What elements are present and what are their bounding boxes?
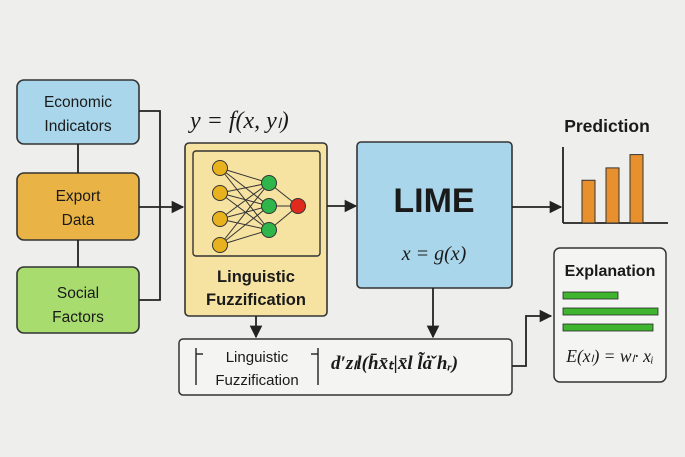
prediction-title: Prediction: [564, 116, 650, 136]
export-label-line1: Export: [56, 188, 101, 205]
input-node: [212, 211, 228, 227]
input-node: [212, 237, 228, 253]
arrow-bottom-to-explanation: [512, 309, 553, 367]
social-label-line1: Social: [57, 285, 99, 302]
hidden-node: [261, 198, 277, 214]
explanation-bar-chart: [562, 291, 659, 332]
prediction-bar: [581, 179, 596, 224]
bottom-formula-box: Linguistic Fuzzification d′zₗl(h̄x̄ₜ|x̄l…: [178, 338, 513, 396]
input-node: [212, 160, 228, 176]
bottom-label-line2: Fuzzification: [215, 372, 298, 389]
model-label-line1: Linguistic: [217, 268, 295, 286]
explanation-bar: [562, 307, 659, 316]
fuzzification-model-box: Linguistic Fuzzification: [184, 142, 328, 317]
lime-box: LIME x = g(x): [356, 141, 513, 289]
hidden-node: [261, 222, 277, 238]
neural-network-graphic: [212, 160, 306, 253]
model-label-line2: Fuzzification: [206, 291, 306, 309]
explanation-box: Explanation E(xₗ) = wₗ· xᵢ: [553, 247, 667, 383]
export-label-line2: Data: [62, 212, 95, 229]
lime-formula: x = g(x): [401, 243, 467, 265]
economic-label-line2: Indicators: [44, 118, 111, 135]
input-connectors: [77, 110, 185, 301]
economic-label-line1: Economic: [44, 94, 112, 111]
prediction-bar: [605, 167, 620, 224]
lime-title: LIME: [393, 182, 474, 220]
input-node: [212, 185, 228, 201]
prediction-bar-chart: [562, 147, 668, 224]
social-label-line2: Factors: [52, 309, 104, 326]
social-factors-box: Social Factors: [16, 266, 140, 334]
explanation-bar: [562, 291, 619, 300]
hidden-node: [261, 175, 277, 191]
explanation-formula: E(xₗ) = wₗ· xᵢ: [565, 346, 654, 366]
explanation-bar: [562, 323, 654, 332]
bottom-garbled-formula: d′zₗl(h̄x̄ₜ|x̄l l̃ȧ̌ hᵣ): [331, 352, 458, 374]
prediction-bar: [629, 154, 644, 224]
output-node: [290, 198, 306, 214]
export-data-box: Export Data: [16, 172, 140, 241]
explanation-title: Explanation: [565, 263, 656, 280]
model-formula: y = f(x, yₗ): [188, 108, 289, 134]
economic-indicators-box: Economic Indicators: [16, 79, 140, 145]
bottom-label-line1: Linguistic: [226, 349, 289, 366]
